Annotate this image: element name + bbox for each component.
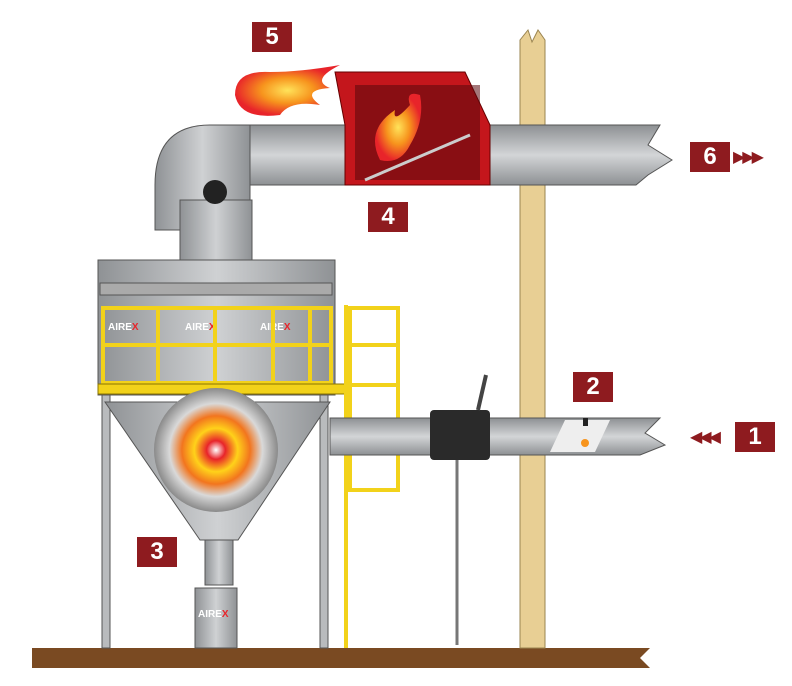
housing-rail xyxy=(99,282,333,296)
damper-blade xyxy=(364,133,471,182)
hopper-outlet xyxy=(204,539,234,586)
dust-drum xyxy=(194,587,238,649)
guard-railing xyxy=(101,306,333,385)
damper-flame-icon xyxy=(375,93,422,161)
drum-brand-logo: AIREX xyxy=(198,609,229,620)
wall xyxy=(519,28,546,649)
inlet-duct xyxy=(329,417,667,456)
outlet-arrows-icon: ▶▶▶ xyxy=(733,149,764,166)
isolation-valve xyxy=(430,410,490,460)
floor xyxy=(32,648,650,668)
brand-logo: AIREX xyxy=(260,322,291,333)
brand-logo: AIREX xyxy=(108,322,139,333)
ladder xyxy=(344,305,400,648)
callout-3: 3 xyxy=(137,537,177,567)
spark-sensor-icon xyxy=(583,418,588,426)
fan-motor-icon xyxy=(203,180,227,204)
valve-lever xyxy=(476,374,488,411)
callout-5: 5 xyxy=(252,22,292,52)
callout-2: 2 xyxy=(573,372,613,402)
support-legs xyxy=(101,394,329,649)
callout-1: 1 xyxy=(735,422,775,452)
inlet-arrows-icon: ◀◀◀ xyxy=(690,429,721,446)
callout-4: 4 xyxy=(368,202,408,232)
flame-icon xyxy=(235,65,340,116)
callout-6: 6 xyxy=(690,142,730,172)
brand-logos: AIREX AIREX AIREX xyxy=(108,322,291,333)
fan-housing xyxy=(179,199,253,261)
explosion-icon xyxy=(154,388,278,512)
brand-logo: AIREX xyxy=(185,322,216,333)
sensor-window xyxy=(550,420,610,452)
spark-icon xyxy=(581,439,589,447)
